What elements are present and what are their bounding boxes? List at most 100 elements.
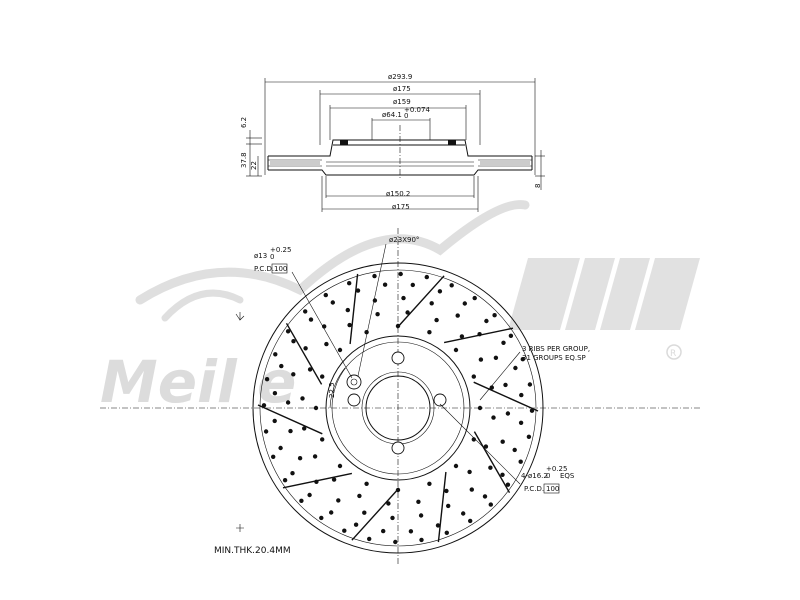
annotations: ø13 +0.25 0 P.C.D. 100 ø23X90° 3 RIBS PE…	[214, 236, 590, 556]
drill-hole	[307, 367, 313, 372]
drill-hole	[424, 274, 429, 280]
drill-hole	[320, 374, 325, 379]
drill-hole	[307, 492, 312, 498]
drill-hole	[527, 382, 533, 387]
drill-hole	[518, 459, 523, 464]
drill-hole	[273, 352, 278, 357]
drill-hole	[500, 439, 505, 444]
drill-hole	[419, 537, 424, 543]
drill-hole	[263, 429, 269, 434]
drill-hole	[291, 339, 296, 344]
drill-hole	[505, 482, 511, 487]
drill-hole	[347, 281, 352, 286]
drill-hole	[453, 347, 459, 353]
drill-hole	[303, 346, 308, 351]
drill-hole	[519, 392, 524, 398]
dim-outer-diameter: ø293.9	[388, 73, 412, 81]
drill-hole	[526, 434, 532, 439]
dim-6-2: 6.2	[240, 117, 248, 128]
drill-hole	[323, 292, 328, 298]
chamfer-note: ø23X90°	[389, 236, 419, 244]
drill-hole	[355, 288, 361, 293]
disc-profile	[267, 125, 533, 180]
drill-hole	[462, 301, 467, 306]
disc-slot	[473, 431, 511, 494]
drill-hole	[501, 340, 506, 345]
drill-hole	[477, 405, 483, 411]
drill-hole	[467, 469, 472, 475]
drill-hole	[272, 418, 277, 424]
drill-hole	[345, 307, 350, 313]
drill-hole	[410, 282, 415, 288]
dim-64: ø64.1	[382, 111, 402, 119]
disc-slot	[349, 273, 359, 345]
drill-hole	[353, 522, 359, 527]
drill-hole	[405, 310, 410, 315]
center-bore	[365, 375, 431, 441]
disc-slot	[351, 487, 400, 541]
drill-hole	[393, 539, 398, 545]
disc-slot	[437, 471, 447, 543]
drill-hole	[518, 420, 524, 425]
watermark-brand: Meil e	[100, 348, 296, 416]
disc-slot	[473, 381, 539, 412]
drill-hole	[453, 463, 459, 469]
drill-hole	[386, 501, 391, 506]
section-view: ø293.9 ø175 ø159 ø64.1 +0.074 0	[240, 73, 545, 212]
drill-hole	[312, 454, 318, 459]
drill-hole	[401, 295, 406, 301]
stud-hole-tol: +0.25	[270, 246, 291, 254]
drill-hole	[285, 400, 291, 405]
drill-hole	[508, 333, 514, 338]
drill-hole	[461, 511, 466, 516]
watermark-registered: R	[670, 349, 676, 359]
drill-hole	[330, 300, 335, 305]
drill-hole	[520, 357, 525, 362]
bolt-holes-tol-low: 0	[546, 472, 550, 480]
drill-hole	[468, 518, 473, 524]
drill-hole	[381, 528, 386, 534]
drill-hole	[503, 382, 508, 388]
drill-hole	[382, 282, 388, 287]
bolt-hole	[347, 393, 361, 407]
min-thickness-note: MIN.THK.20.4MM	[214, 546, 291, 556]
drill-hole	[416, 499, 421, 504]
disc-outer-edge	[252, 262, 544, 554]
drill-hole	[418, 513, 424, 518]
drill-hole	[427, 481, 432, 486]
drill-hole	[282, 478, 288, 483]
drill-hole	[324, 341, 329, 347]
stud-hole-dia: ø13	[254, 252, 267, 260]
drill-hole	[446, 503, 451, 509]
stud-pcd-label: P.C.D.	[254, 265, 274, 273]
drill-hole	[482, 494, 488, 499]
drill-hole	[302, 426, 307, 431]
drill-hole	[288, 428, 293, 434]
drill-hole	[278, 445, 283, 451]
bolt-pcd-label: P.C.D.	[524, 485, 544, 493]
drill-hole	[285, 329, 291, 334]
drill-hole	[493, 355, 499, 360]
drill-hole	[444, 530, 449, 535]
drill-hole	[362, 510, 367, 515]
stud-pcd-value: 100	[274, 265, 287, 273]
drill-hole	[329, 510, 334, 515]
disc-slots	[257, 273, 539, 543]
drill-hole	[500, 472, 505, 477]
drill-hole	[478, 357, 484, 362]
drill-hole	[483, 444, 489, 449]
drill-hole	[437, 289, 443, 294]
drill-hole	[455, 313, 460, 318]
drill-hole	[505, 411, 511, 416]
drill-hole	[390, 515, 395, 521]
drill-hole	[484, 318, 489, 324]
stud-hole-tol-low: 0	[270, 253, 274, 261]
drill-hole	[367, 536, 372, 542]
drill-hole	[375, 312, 380, 317]
drill-hole	[347, 322, 352, 328]
drill-hole	[429, 301, 434, 306]
hat-outer-edge	[325, 335, 471, 481]
dim-64-tol-low: 0	[404, 112, 408, 120]
drill-hole	[471, 437, 476, 442]
drill-hole	[299, 498, 304, 503]
